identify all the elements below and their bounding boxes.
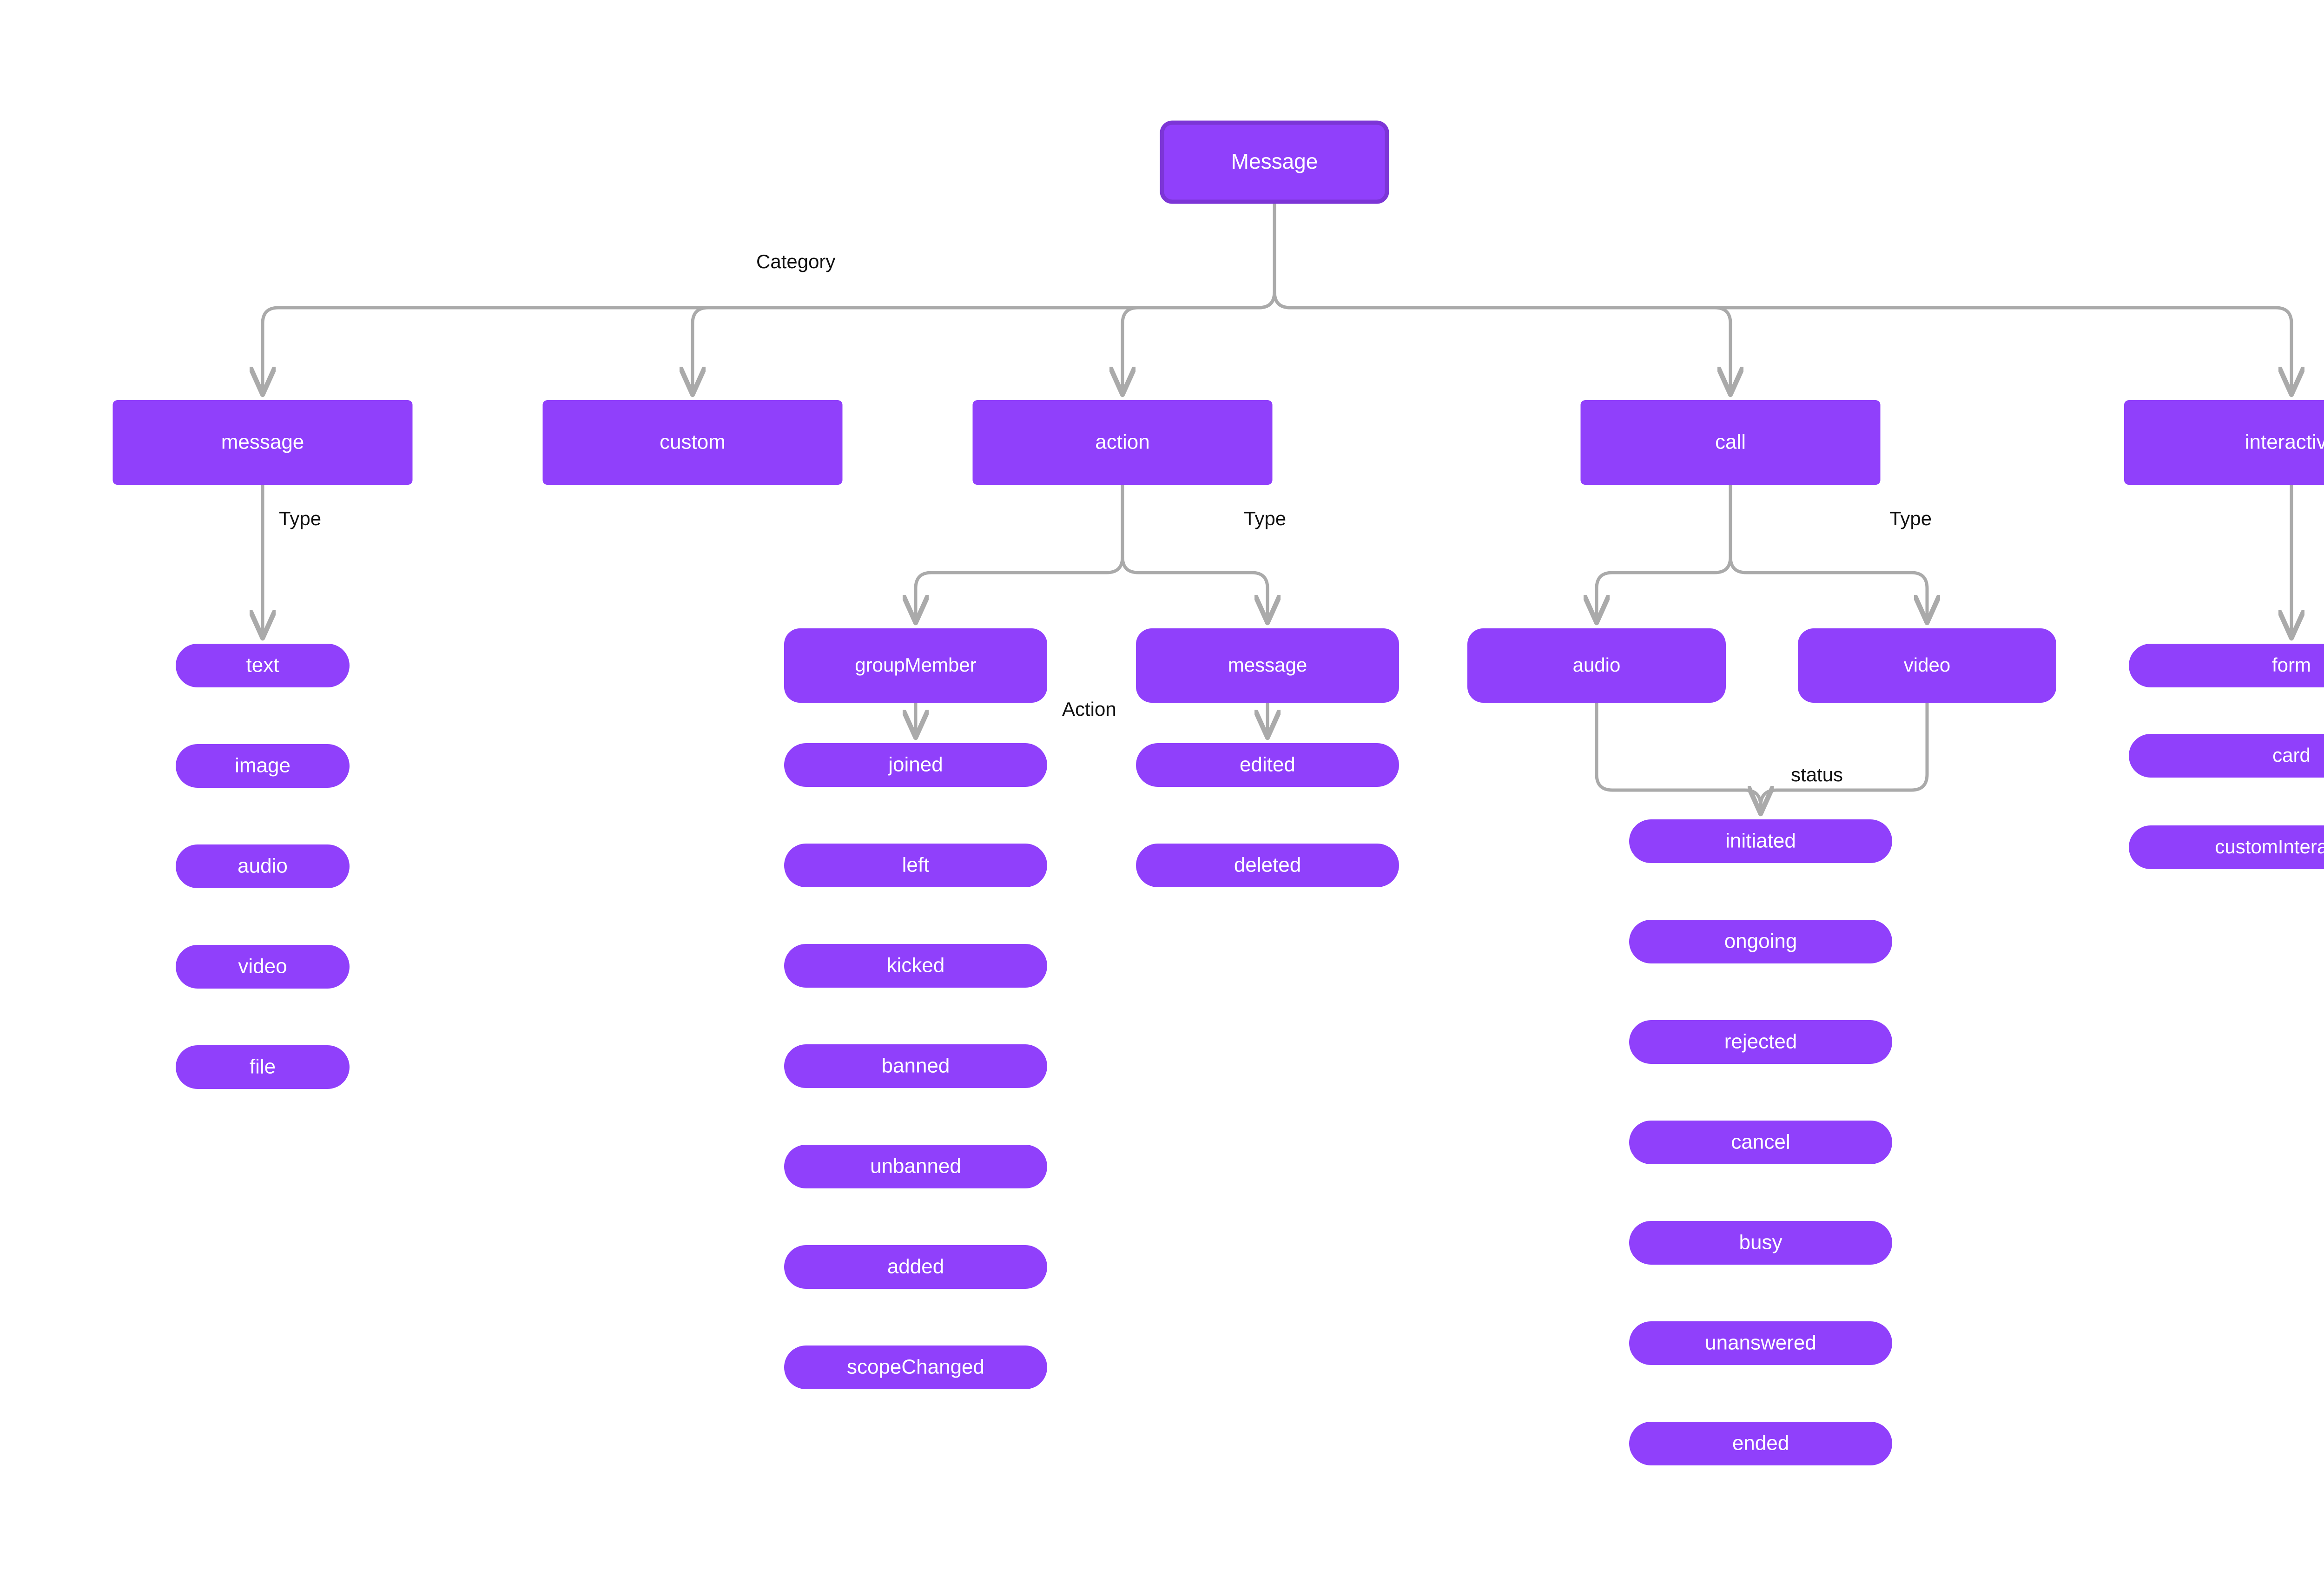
groupmember-action-left[interactable]: left — [784, 844, 1047, 887]
edge-label-type-action: Type — [1244, 508, 1286, 529]
edge-category-4 — [1273, 202, 2291, 395]
call-status-cancel[interactable]: cancel — [1629, 1121, 1892, 1164]
call-status-ended[interactable]: ended — [1629, 1422, 1892, 1465]
call-status-rejected[interactable]: rejected — [1629, 1020, 1892, 1064]
category-node-interactive[interactable]: interactive — [2124, 400, 2324, 485]
edge-category-1 — [693, 202, 1276, 395]
edge-label-status: status — [1791, 764, 1843, 785]
category-node-message[interactable]: message — [112, 400, 413, 485]
message-type-audio[interactable]: audio — [176, 844, 350, 888]
call-status-initiated[interactable]: initiated — [1629, 819, 1892, 863]
interactive-type-customInteractive[interactable]: customInteractive — [2129, 825, 2324, 869]
call-status-ongoing[interactable]: ongoing — [1629, 920, 1892, 963]
edge-label-layer: CategoryTypeTypeActionTypestatusType — [279, 251, 1932, 785]
root-node-message[interactable]: Message — [1160, 120, 1389, 204]
node-layer: Message message custom action call interactiv… — [112, 120, 2324, 1465]
groupmember-action-kicked[interactable]: kicked — [784, 944, 1047, 988]
category-node-custom[interactable]: custom — [542, 400, 843, 485]
groupmember-action-added[interactable]: added — [784, 1245, 1047, 1289]
call-status-busy[interactable]: busy — [1629, 1221, 1892, 1265]
edge-action-type-0 — [916, 485, 1124, 623]
interactive-type-card[interactable]: card — [2129, 734, 2324, 778]
edge-category-3 — [1273, 202, 1730, 395]
groupmember-action-scopeChanged[interactable]: scopeChanged — [784, 1346, 1047, 1389]
category-node-action[interactable]: action — [972, 400, 1273, 485]
edge-call-status-0 — [1595, 703, 1761, 814]
edge-label-action: Action — [1062, 698, 1116, 720]
message-action-edited[interactable]: edited — [1136, 743, 1399, 787]
category-node-call[interactable]: call — [1580, 400, 1881, 485]
edge-label-type-call: Type — [1889, 508, 1932, 529]
edge-call-type-1 — [1729, 485, 1927, 623]
action-type-message[interactable]: message — [1136, 628, 1399, 703]
edge-category-2 — [1122, 202, 1276, 395]
message-type-file[interactable]: file — [176, 1045, 350, 1089]
edge-label-type-message: Type — [279, 508, 321, 529]
groupmember-action-joined[interactable]: joined — [784, 743, 1047, 787]
call-type-video[interactable]: video — [1798, 628, 2056, 703]
call-status-unanswered[interactable]: unanswered — [1629, 1321, 1892, 1365]
edge-action-type-1 — [1121, 485, 1268, 623]
groupmember-action-unbanned[interactable]: unbanned — [784, 1145, 1047, 1188]
edge-call-type-0 — [1597, 485, 1732, 623]
call-type-audio[interactable]: audio — [1467, 628, 1726, 703]
message-type-image[interactable]: image — [176, 744, 350, 788]
edge-layer — [263, 202, 2291, 814]
message-action-deleted[interactable]: deleted — [1136, 844, 1399, 887]
message-type-video[interactable]: video — [176, 945, 350, 989]
action-type-groupmember[interactable]: groupMember — [784, 628, 1047, 703]
message-type-text[interactable]: text — [176, 644, 350, 687]
edge-call-status-1 — [1759, 703, 1929, 814]
edge-label-category: Category — [756, 251, 835, 272]
groupmember-action-banned[interactable]: banned — [784, 1044, 1047, 1088]
interactive-type-form[interactable]: form — [2129, 644, 2324, 687]
